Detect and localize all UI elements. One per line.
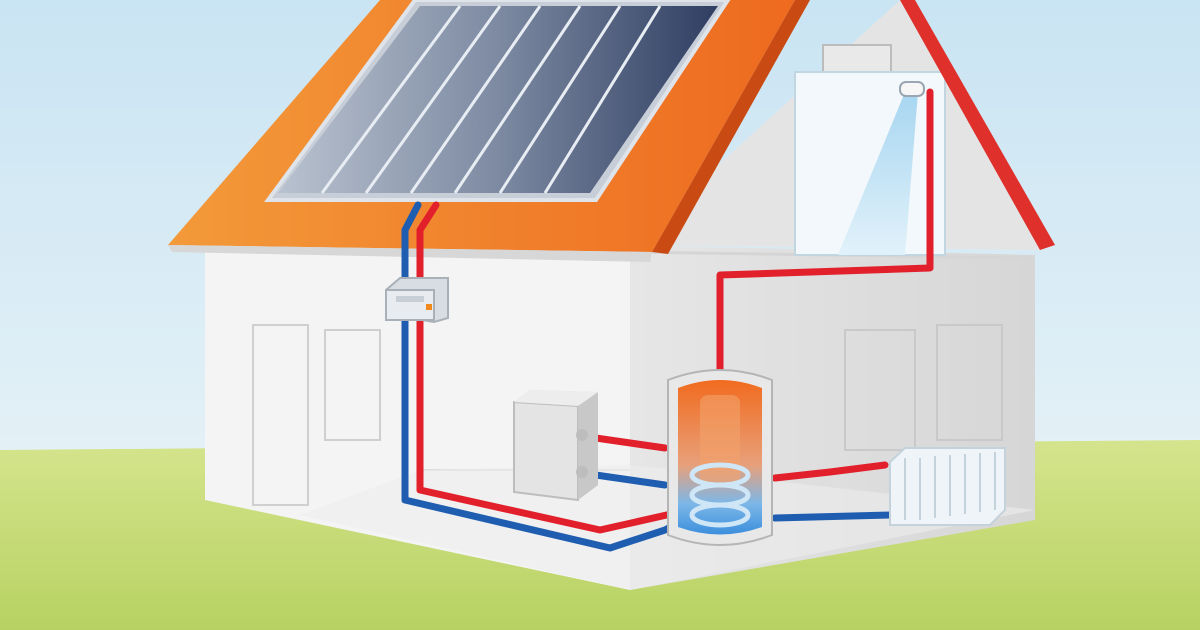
shower-water — [838, 92, 918, 255]
solar-controller — [385, 277, 449, 324]
front-window — [324, 329, 381, 441]
hot-water-storage-tank — [667, 369, 773, 546]
shower-head-icon — [899, 81, 925, 97]
radiator — [889, 447, 1006, 526]
solar-collector — [264, 0, 731, 202]
boiler-unit — [513, 390, 598, 502]
side-window-right — [936, 324, 1003, 441]
roof-gable-edge — [900, 0, 1055, 250]
front-door — [252, 324, 309, 506]
side-window-left — [844, 329, 916, 451]
roof-edge — [652, 0, 810, 254]
roof-underside — [168, 245, 652, 262]
